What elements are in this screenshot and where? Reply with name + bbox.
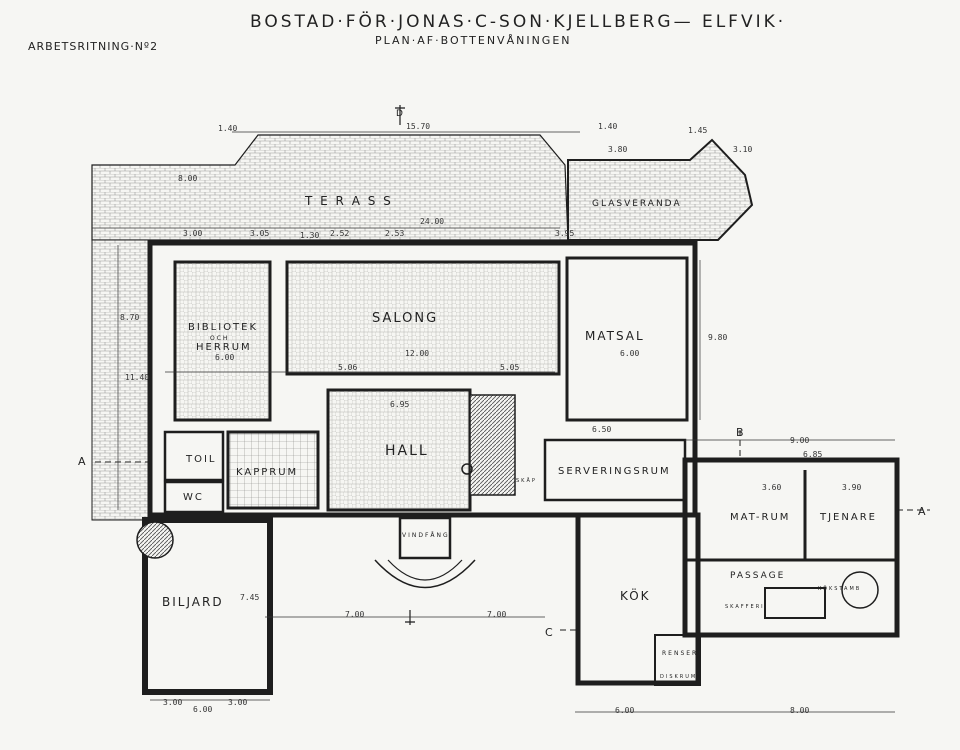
room-matsal xyxy=(565,256,689,422)
dim-695: 6.95 xyxy=(390,400,409,409)
dim-600d: 6.00 xyxy=(615,706,634,715)
section-marker-d: D xyxy=(396,109,405,119)
dim-300b: 3.00 xyxy=(163,698,182,707)
section-marker-a-left: A xyxy=(78,455,88,468)
dim-980: 9.80 xyxy=(708,333,727,342)
service-wing xyxy=(682,457,900,638)
label-kapprum: KAPPRUM xyxy=(236,467,298,478)
label-vindfang: VINDFÅNG xyxy=(402,532,450,539)
dim-252: 2.52 xyxy=(330,229,349,238)
room-bibliotek xyxy=(173,260,272,422)
dim-380: 3.80 xyxy=(608,145,627,154)
sheet-number: ARBETSRITNING·Nº2 xyxy=(28,40,159,53)
glass-veranda xyxy=(567,138,754,241)
section-lines xyxy=(95,430,930,631)
label-och: OCH xyxy=(210,335,229,342)
drawing-title: BOSTAD·FÖR·JONAS·C-SON·KJELLBERG— ELFVIK… xyxy=(250,12,787,32)
dim-745: 7.45 xyxy=(240,593,259,602)
label-biljard: BILJARD xyxy=(162,595,224,609)
dim-600b: 6.00 xyxy=(620,349,639,358)
dim-685: 6.85 xyxy=(803,450,822,459)
dim-140b: 1.40 xyxy=(598,122,617,131)
label-renseri: RENSERI xyxy=(662,650,702,657)
label-kok: KÖK xyxy=(620,587,651,603)
dim-870: 8.70 xyxy=(120,313,139,322)
room-hall xyxy=(326,388,516,512)
section-marker-a-right: A xyxy=(918,505,928,518)
entrance-vindfang xyxy=(374,516,476,589)
dim-1570: 15.70 xyxy=(406,122,430,131)
room-salong xyxy=(285,260,561,376)
dim-140a: 1.40 xyxy=(218,124,237,133)
label-skafferi: SKAFFERI xyxy=(725,604,765,610)
label-skap: SKÅP xyxy=(516,477,537,484)
room-kok xyxy=(575,512,701,686)
dim-395: 3.95 xyxy=(555,229,574,238)
dim-1200: 12.00 xyxy=(405,349,429,358)
dim-130: 1.30 xyxy=(300,231,319,240)
dim-253: 2.53 xyxy=(385,229,404,238)
section-marker-c: C xyxy=(545,626,555,639)
label-wc: WC xyxy=(183,492,204,503)
room-kapprum xyxy=(226,430,320,510)
label-salong: SALONG xyxy=(372,311,438,326)
label-serveringsrum: SERVERINGSRUM xyxy=(558,466,671,477)
dim-600a: 6.00 xyxy=(215,353,234,362)
dim-900: 9.00 xyxy=(790,436,809,445)
label-herrum: HERRUM xyxy=(196,342,252,353)
dim-300c: 3.00 xyxy=(228,698,247,707)
dim-800b: 8.00 xyxy=(790,706,809,715)
label-diskrum: DISKRUM xyxy=(660,674,697,680)
label-tjenare: TJENARE xyxy=(819,512,877,523)
label-bibliotek: BIBLIOTEK xyxy=(188,322,258,333)
label-matsal: MATSAL xyxy=(585,329,645,343)
label-hall: HALL xyxy=(385,443,429,459)
dim-700a: 7.00 xyxy=(345,610,364,619)
room-biljard xyxy=(136,517,273,695)
dim-300a: 3.00 xyxy=(183,229,202,238)
label-glasveranda: GLASVERANDA xyxy=(592,199,682,209)
dim-506: 5.06 xyxy=(338,363,357,372)
dim-1140: 11.40 xyxy=(125,373,149,382)
label-terass: T E R A S S xyxy=(304,194,393,208)
dim-650: 6.50 xyxy=(592,425,611,434)
dimension-lines xyxy=(92,131,895,713)
label-kokstamb: KÖKSTAMB xyxy=(818,585,861,592)
dim-2400: 24.00 xyxy=(420,217,444,226)
dim-145: 1.45 xyxy=(688,126,707,135)
dim-305: 3.05 xyxy=(250,229,269,238)
top-axis-marker xyxy=(395,105,405,125)
label-toil: TOIL xyxy=(185,454,217,465)
dim-505: 5.05 xyxy=(500,363,519,372)
main-building-walls xyxy=(147,240,698,518)
section-marker-b: B xyxy=(736,426,746,439)
dim-800: 8.00 xyxy=(178,174,197,183)
room-toil-wc xyxy=(163,430,225,514)
terrace xyxy=(91,134,569,521)
dim-310: 3.10 xyxy=(733,145,752,154)
dim-390: 3.90 xyxy=(842,483,861,492)
bottom-axis-marker xyxy=(405,610,415,625)
label-passage: PASSAGE xyxy=(730,571,785,581)
label-matrum: MAT-RUM xyxy=(730,512,790,523)
drawing-subtitle: PLAN·AF·BOTTENVÅNINGEN xyxy=(375,34,572,47)
dim-360: 3.60 xyxy=(762,483,781,492)
dim-700b: 7.00 xyxy=(487,610,506,619)
dim-600c: 6.00 xyxy=(193,705,212,714)
